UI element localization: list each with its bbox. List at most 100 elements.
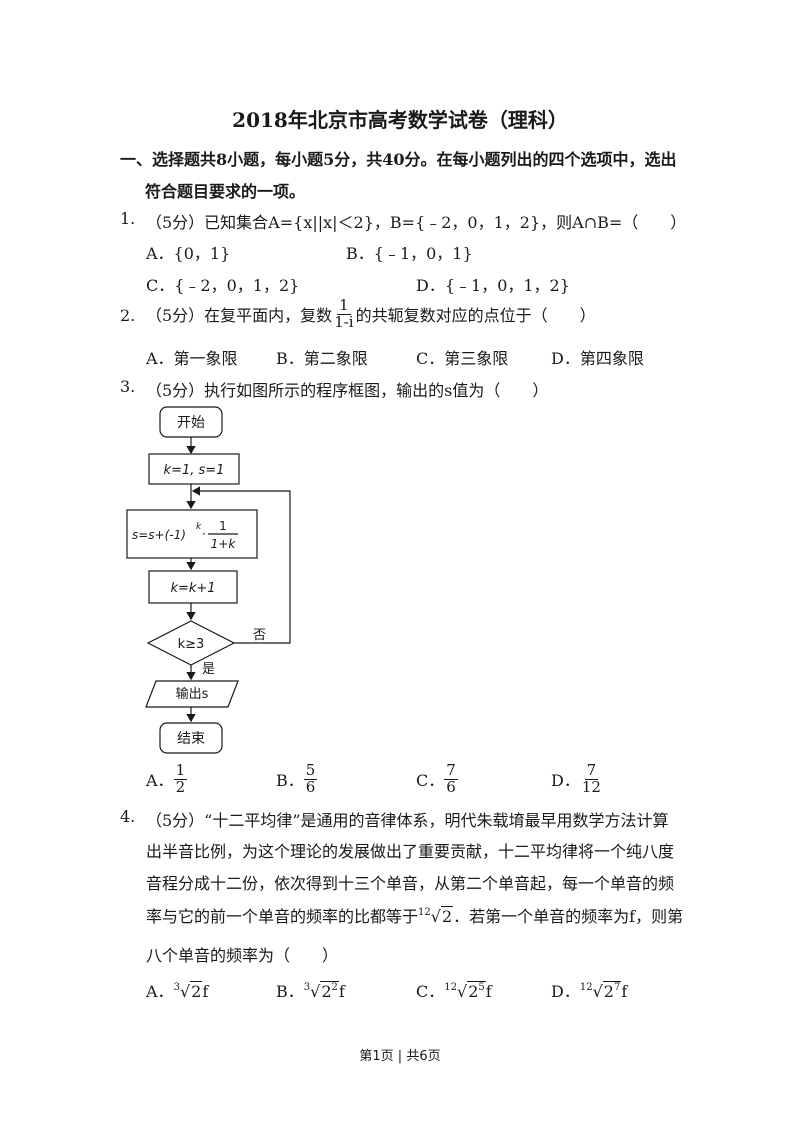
q4-option-a-base: 2 xyxy=(191,982,202,1001)
q3-stem: （5分）执行如图所示的程序框图，输出的s值为（ ） xyxy=(146,381,549,400)
flow-update-s-dot: · xyxy=(202,527,206,541)
q4-option-d-radical: 12√27 xyxy=(579,981,622,1001)
q3-option-c-label: C． xyxy=(416,771,445,791)
q4-option-c-label: C． xyxy=(416,982,445,1001)
q2-option-d: D．第四象限 xyxy=(551,349,644,368)
q4-option-a-tail: f xyxy=(202,982,209,1001)
q1-option-a: A．{0，1} xyxy=(146,244,231,263)
q1-stem: （5分）已知集合A={x||x|＜2}，B={﹣2，0，1，2}，则A∩B=（ … xyxy=(146,213,687,232)
q3-option-b-label: B． xyxy=(276,771,304,791)
q4-radical-index: 12 xyxy=(418,907,431,918)
q4-number: 4. xyxy=(120,807,136,826)
flow-update-s-label: s=s+(-1) xyxy=(132,528,186,542)
flow-update-k-box xyxy=(148,570,238,604)
flow-update-s-denominator: 1+k xyxy=(211,537,237,551)
q4-option-c: C．12√25f xyxy=(416,978,492,1002)
q3-option-a-label: A． xyxy=(146,771,174,791)
q4-option-d-tail: f xyxy=(621,982,628,1001)
q4-line3: 音程分成十二份，依次得到十三个单音，从第二个单音起，每一个单音的频 xyxy=(146,874,675,893)
q3-option-b-fraction: 5 6 xyxy=(303,761,318,796)
q4-option-a: A．3√2f xyxy=(146,978,208,1002)
q4-option-c-index: 12 xyxy=(444,982,457,993)
q1-option-d: D．{﹣1，0，1，2} xyxy=(416,276,570,295)
flow-no-label: 否 xyxy=(253,628,266,643)
q4-line4-pre: 率与它的前一个单音的频率的比都等于 xyxy=(146,907,419,926)
q4-line2: 出半音比例，为这个理论的发展做出了重要贡献，十二平均律将一个纯八度 xyxy=(146,842,675,861)
q2-stem-pre: （5分）在复平面内，复数 xyxy=(146,306,333,326)
q2-stem-post: 的共轭复数对应的点位于（ ） xyxy=(355,306,596,326)
q4-option-b-radical: 3√22 xyxy=(303,981,339,1001)
q3-option-a-fraction: 1 2 xyxy=(173,761,188,796)
q3-option-a: A． 1 2 xyxy=(146,761,188,796)
flow-end-label: 结束 xyxy=(177,731,205,747)
q3-option-d: D． 7 12 xyxy=(551,761,603,796)
q4-radical: 12√2 xyxy=(418,906,454,926)
q1-number: 1. xyxy=(120,209,136,228)
q4-option-a-radical: 3√2 xyxy=(173,981,203,1001)
flow-init-label: k=1, s=1 xyxy=(164,463,225,478)
q4-option-d-label: D． xyxy=(551,982,580,1001)
q4-option-c-radical: 12√25 xyxy=(444,981,486,1001)
q4-line1: （5分）“十二平均律”是通用的音律体系，明代朱载堉最早用数学方法计算 xyxy=(146,811,669,830)
q3-option-d-denominator: 12 xyxy=(581,777,601,796)
q4-line4-post: ．若第一个单音的频率为f，则第 xyxy=(453,907,684,926)
q1-option-b: B．{﹣1，0，1} xyxy=(346,244,473,263)
q3-option-a-denominator: 2 xyxy=(175,777,186,796)
q2-option-c: C．第三象限 xyxy=(416,349,509,368)
q4-option-d-index: 12 xyxy=(579,982,593,993)
flow-end-box xyxy=(159,722,223,754)
q3-option-b-denominator: 6 xyxy=(305,777,316,796)
q3-option-c-fraction: 7 6 xyxy=(444,761,458,796)
q4-option-b-label: B． xyxy=(276,982,304,1001)
q4-option-b-index: 3 xyxy=(303,982,311,993)
q3-option-b: B． 5 6 xyxy=(276,761,318,796)
page-title: 2018年北京市高考数学试卷（理科） xyxy=(232,108,568,132)
q4-option-c-tail: f xyxy=(485,982,492,1001)
flow-update-s-exponent: k xyxy=(196,522,202,532)
q2-fraction-numerator: 1 xyxy=(337,296,351,315)
flow-output-label: 输出s xyxy=(176,686,209,702)
q4-option-b-exponent: 2 xyxy=(331,982,338,993)
q3-option-b-numerator: 5 xyxy=(303,761,318,780)
flow-decision-label: k≥3 xyxy=(178,637,205,652)
q2-fraction: 1 1-i xyxy=(332,296,355,331)
flow-update-s-numerator: 1 xyxy=(219,519,227,533)
q4-line5: 八个单音的频率为（ ） xyxy=(146,946,339,965)
flow-update-k-label: k=k+1 xyxy=(170,581,215,596)
flow-output-box xyxy=(145,680,239,708)
q3-number: 3. xyxy=(120,377,136,396)
q3-option-d-fraction: 7 12 xyxy=(580,761,603,796)
q4-option-c-base: 2 xyxy=(468,982,479,1001)
q4-option-b-base: 2 xyxy=(321,982,332,1001)
flow-yes-label: 是 xyxy=(202,662,215,677)
q2-stem: （5分）在复平面内，复数 1 1-i 的共轭复数对应的点位于（ ） xyxy=(146,296,596,331)
section-heading-line1: 一、选择题共8小题，每小题5分，共40分。在每小题列出的四个选项中，选出 xyxy=(120,150,677,169)
q4-option-a-index: 3 xyxy=(173,982,180,993)
q3-option-d-numerator: 7 xyxy=(584,761,599,780)
flow-init-box xyxy=(148,453,240,485)
section-heading-line2: 符合题目要求的一项。 xyxy=(145,182,306,201)
q2-fraction-denominator: 1-i xyxy=(334,312,354,331)
q3-option-a-numerator: 1 xyxy=(173,761,188,780)
q3-option-c-denominator: 6 xyxy=(446,777,456,796)
q3-option-d-label: D． xyxy=(551,771,580,791)
q3-option-c: C． 7 6 xyxy=(416,761,458,796)
q4-option-b: B．3√22f xyxy=(276,978,345,1002)
q1-option-c: C．{﹣2，0，1，2} xyxy=(146,276,300,295)
q4-line4: 率与它的前一个单音的频率的比都等于12√2．若第一个单音的频率为f，则第 xyxy=(146,903,683,927)
q2-option-a: A．第一象限 xyxy=(146,349,238,368)
q2-option-b: B．第二象限 xyxy=(276,349,368,368)
q4-option-b-tail: f xyxy=(338,982,345,1001)
q4-option-c-exponent: 5 xyxy=(478,982,485,993)
flow-loop-back xyxy=(191,486,291,644)
q4-option-d: D．12√27f xyxy=(551,978,627,1002)
q4-option-d-base: 2 xyxy=(603,982,614,1001)
q2-number: 2. xyxy=(120,306,136,325)
flowchart: 开始 k=1, s=1 s=s+(-1) k · 1 1+k k=k+1 k≥3… xyxy=(126,406,291,754)
q4-radical-radicand: 2 xyxy=(440,906,454,926)
q4-option-d-exponent: 7 xyxy=(613,982,621,993)
q4-option-a-label: A． xyxy=(146,982,174,1001)
flow-start-label: 开始 xyxy=(177,415,205,431)
page-footer: 第1页 | 共6页 xyxy=(359,1049,441,1064)
q3-option-c-numerator: 7 xyxy=(444,761,458,780)
